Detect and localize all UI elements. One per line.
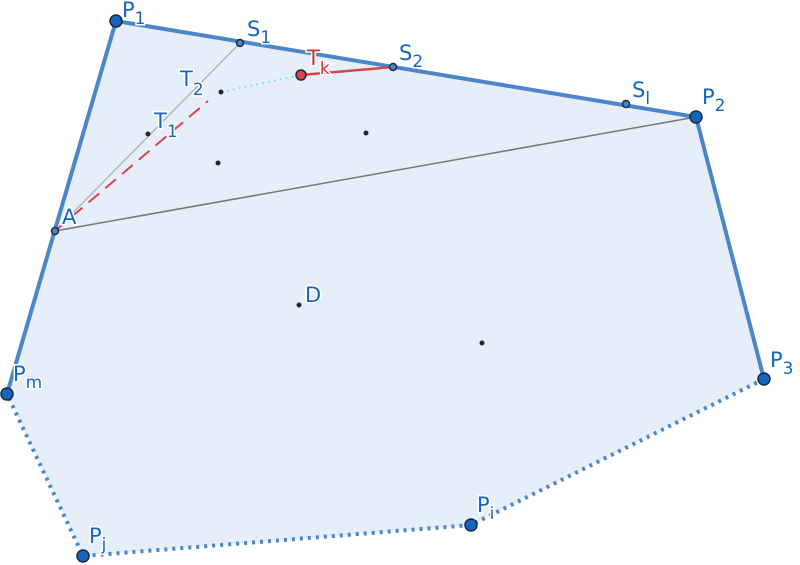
label-sub: i — [490, 504, 495, 524]
label-A: A — [62, 205, 77, 229]
segment-Tk-S2 — [300, 65, 394, 77]
label-Pi: Pi — [477, 493, 494, 524]
label-D: D — [305, 283, 321, 307]
label-main: T — [306, 46, 320, 70]
label-sub: l — [645, 89, 650, 109]
label-main: T — [153, 109, 167, 133]
label-Pm: Pm — [13, 362, 42, 393]
point-Sl[interactable] — [621, 99, 631, 109]
label-sub: 1 — [167, 122, 178, 142]
label-P3: P3 — [770, 348, 794, 379]
label-main: P — [477, 493, 490, 517]
label-main: S — [247, 17, 260, 41]
label-sub: 1 — [260, 28, 271, 48]
label-sub: 2 — [715, 96, 726, 116]
point-unnamed-2 — [363, 130, 369, 136]
point-S2[interactable] — [388, 62, 398, 72]
point-T1 — [145, 131, 151, 137]
vertex-P1[interactable] — [109, 14, 123, 28]
label-Tk: Tk — [306, 46, 330, 79]
vertex-Pi[interactable] — [464, 518, 478, 532]
label-sub: 2 — [412, 52, 423, 72]
dashed-path-A-T2 — [54, 100, 209, 232]
point-unnamed-3 — [479, 340, 485, 346]
label-S2: S2 — [399, 41, 423, 72]
point-Tk[interactable] — [295, 69, 307, 81]
label-T2: T2 — [179, 67, 204, 100]
label-main: P — [702, 85, 715, 109]
point-S1[interactable] — [235, 38, 245, 48]
point-D — [296, 302, 302, 308]
label-P1: P1 — [122, 0, 146, 29]
label-main: S — [632, 78, 645, 102]
label-sub: m — [26, 373, 43, 393]
vertex-P3[interactable] — [757, 372, 771, 386]
label-main: P — [13, 362, 26, 386]
small-points — [145, 89, 485, 346]
segment-A-P2 — [54, 116, 697, 232]
label-sub: k — [320, 59, 330, 79]
label-main: P — [89, 524, 102, 548]
dotted-path-T2-Tk — [220, 74, 302, 93]
vertex-Pm[interactable] — [0, 387, 14, 401]
polygon-solid-edges — [5, 18, 766, 395]
label-main: T — [179, 67, 193, 91]
label-sub: 1 — [135, 9, 146, 29]
label-S1: S1 — [247, 17, 271, 48]
point-unnamed-1 — [215, 160, 221, 166]
label-P2: P2 — [702, 85, 726, 116]
label-T1: T1 — [153, 109, 178, 142]
polygon-region — [7, 21, 764, 556]
segment-A-S1 — [54, 42, 241, 232]
vertex-P2[interactable] — [689, 110, 703, 124]
label-sub: 2 — [193, 80, 204, 100]
label-main: P — [770, 348, 783, 372]
polygon-dotted-edges — [5, 377, 765, 559]
label-main: S — [399, 41, 412, 65]
point-A[interactable] — [50, 226, 60, 236]
label-Sl: Sl — [632, 78, 650, 109]
label-sub: 3 — [783, 359, 794, 379]
vertex-Pj[interactable] — [76, 549, 90, 563]
label-main: P — [122, 0, 135, 22]
label-Pj: Pj — [89, 524, 106, 555]
point-T2 — [218, 89, 224, 95]
label-sub: j — [101, 535, 107, 555]
